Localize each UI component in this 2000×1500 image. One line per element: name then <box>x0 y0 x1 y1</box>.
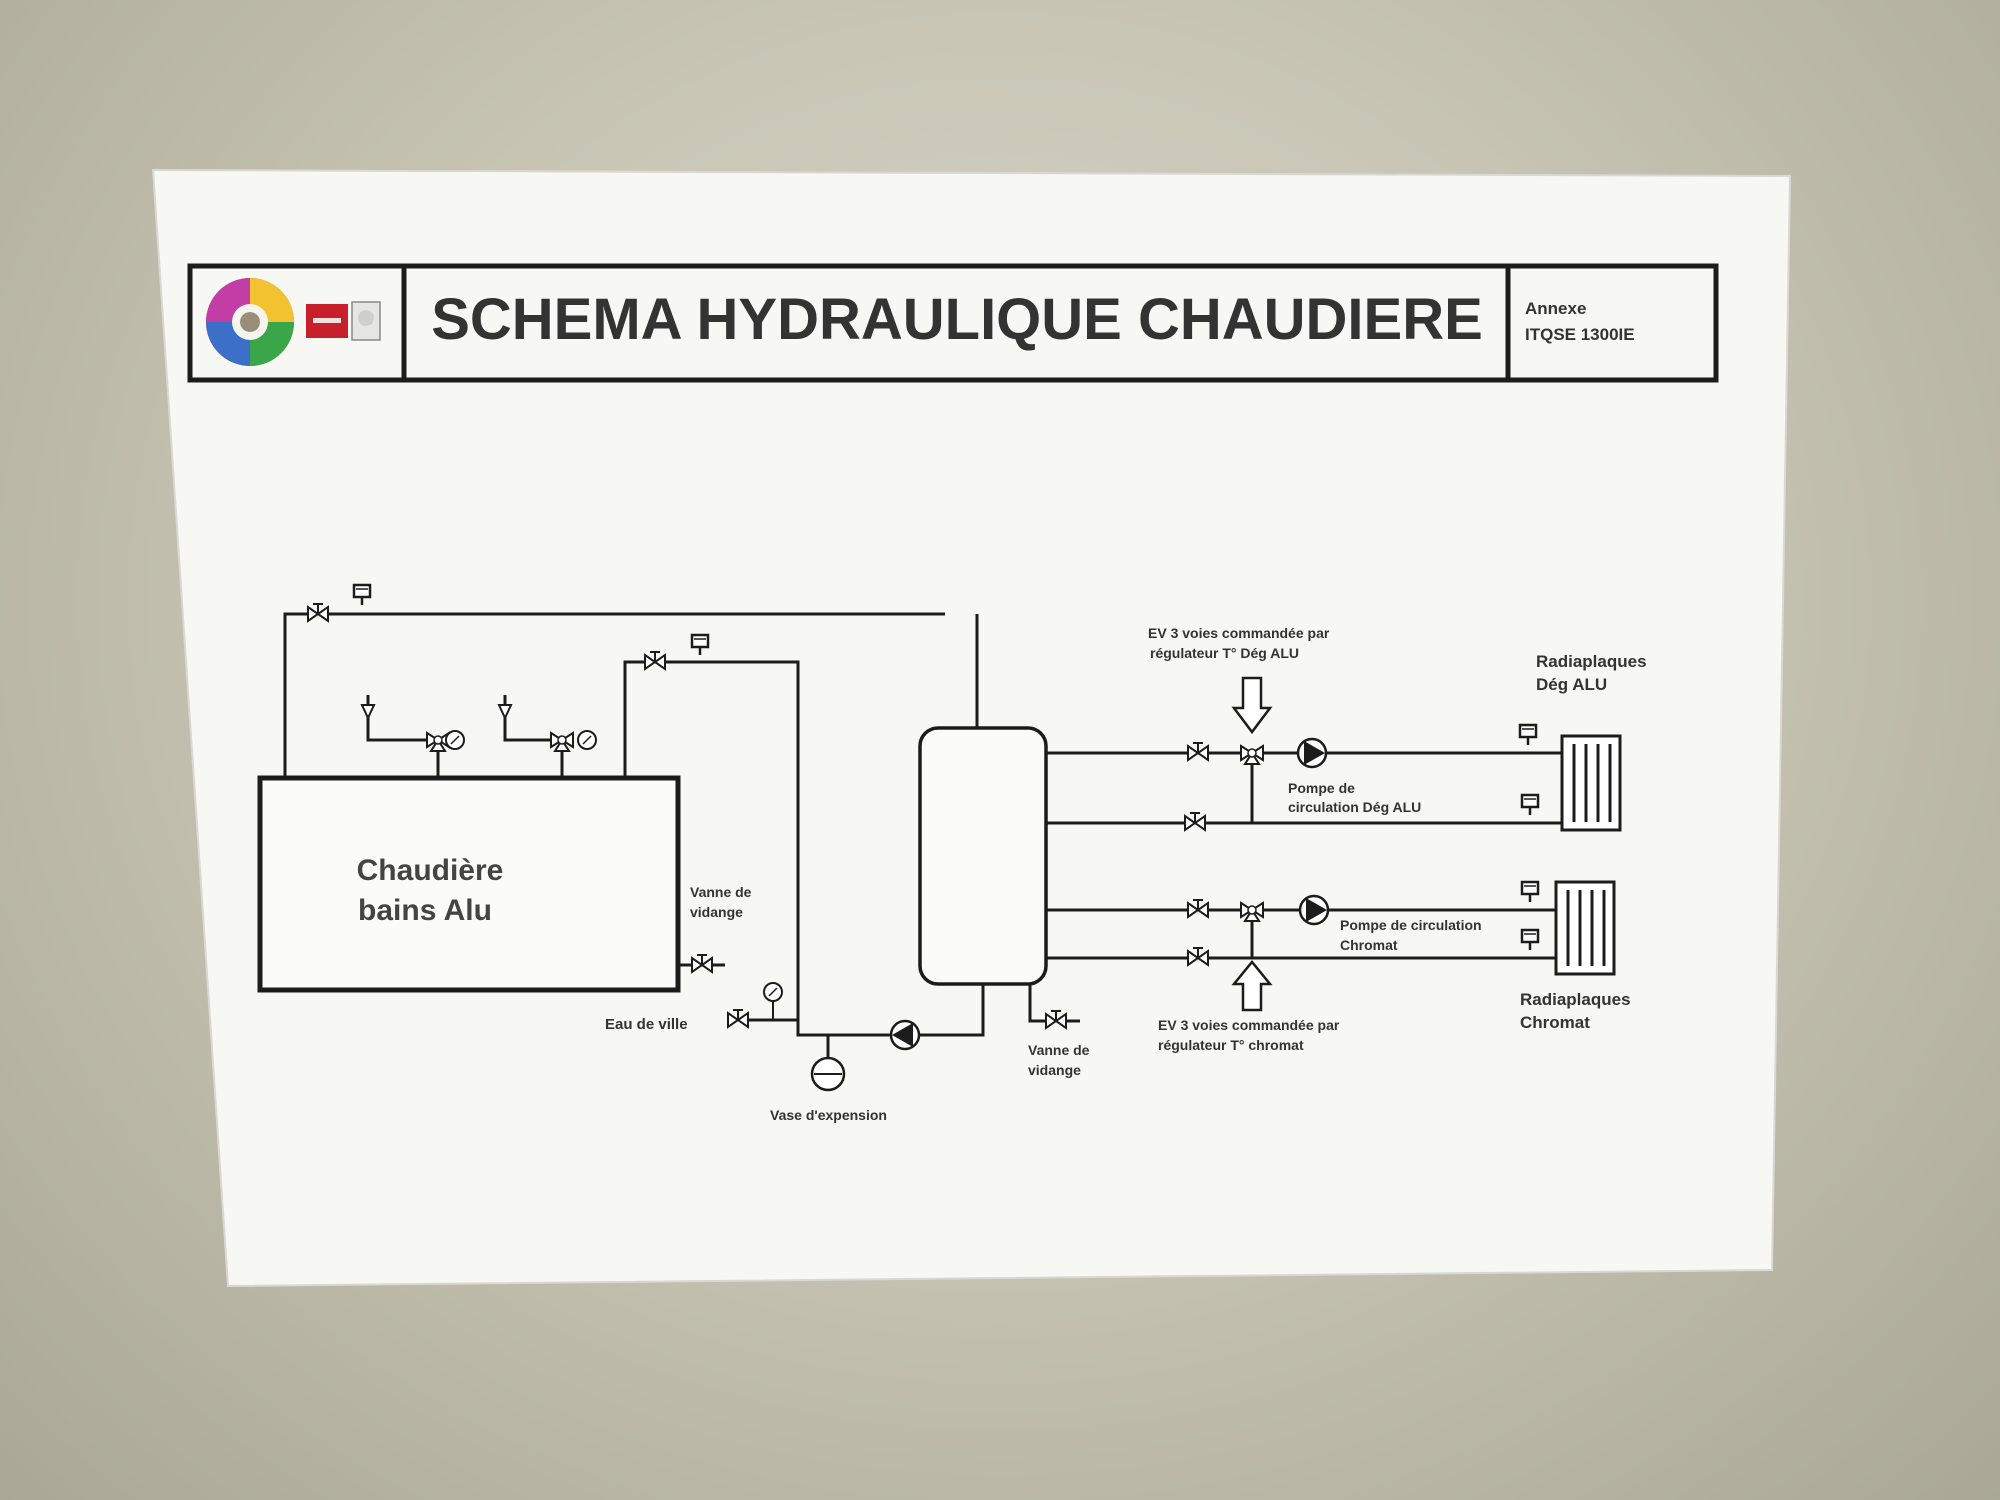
tank-drain-valve-label-line2: vidange <box>1028 1062 1081 1078</box>
boiler <box>257 775 681 993</box>
arrow-icon <box>1231 676 1273 1012</box>
pump-top-label-line1: Pompe de <box>1288 780 1355 796</box>
annex-label: Annexe <box>1525 299 1586 318</box>
pump-bottom-label-line2: Chromat <box>1340 937 1398 953</box>
pump-bottom-label-line1: Pompe de circulation <box>1340 917 1482 933</box>
annex-code: ITQSE 1300IE <box>1525 325 1635 344</box>
radiators-top-label-line1: Radiaplaques <box>1536 652 1647 671</box>
expansion-vessel-icon <box>810 1056 846 1092</box>
filling-funnel-icon <box>360 704 513 721</box>
pressure-gauge-icon <box>445 730 465 750</box>
ev-bottom-label-line2: régulateur T° chromat <box>1158 1037 1304 1053</box>
tank-drain-valve-label-line1: Vanne de <box>1028 1042 1090 1058</box>
boiler-drain-valve-label-line1: Vanne de <box>690 884 752 900</box>
pump-icon <box>889 1019 921 1051</box>
pump-icon <box>1296 737 1328 769</box>
radiator-icon <box>1560 734 1622 832</box>
pump-top-label-line2: circulation Dég ALU <box>1288 799 1421 815</box>
pump-icon <box>1298 894 1330 926</box>
boiler-label-line2: bains Alu <box>358 894 492 927</box>
page-title: SCHEMA HYDRAULIQUE CHAUDIERE <box>431 287 1483 352</box>
ev-top-label-line2: régulateur T° Dég ALU <box>1150 645 1299 661</box>
expansion-vessel-label: Vase d'expension <box>770 1107 887 1123</box>
company-logo-icon <box>306 301 381 341</box>
ev-bottom-label-line1: EV 3 voies commandée par <box>1158 1017 1340 1033</box>
buffer-tank <box>918 726 1048 986</box>
radiators-bottom-label-line1: Radiaplaques <box>1520 990 1631 1009</box>
radiator-icon <box>1554 880 1616 976</box>
radiators-bottom-label-line2: Chromat <box>1520 1013 1590 1032</box>
pressure-gauge-icon <box>763 982 783 1002</box>
radiators-top-label-line2: Dég ALU <box>1536 675 1607 694</box>
pressure-gauge-icon <box>577 730 597 750</box>
boiler-label-line1: Chaudière <box>357 854 504 887</box>
boiler-drain-valve-label-line2: vidange <box>690 904 743 920</box>
city-water-label: Eau de ville <box>605 1016 688 1033</box>
color-wheel-logo-icon <box>206 278 294 366</box>
ev-top-label-line1: EV 3 voies commandée par <box>1148 625 1330 641</box>
title-block <box>187 263 1719 383</box>
